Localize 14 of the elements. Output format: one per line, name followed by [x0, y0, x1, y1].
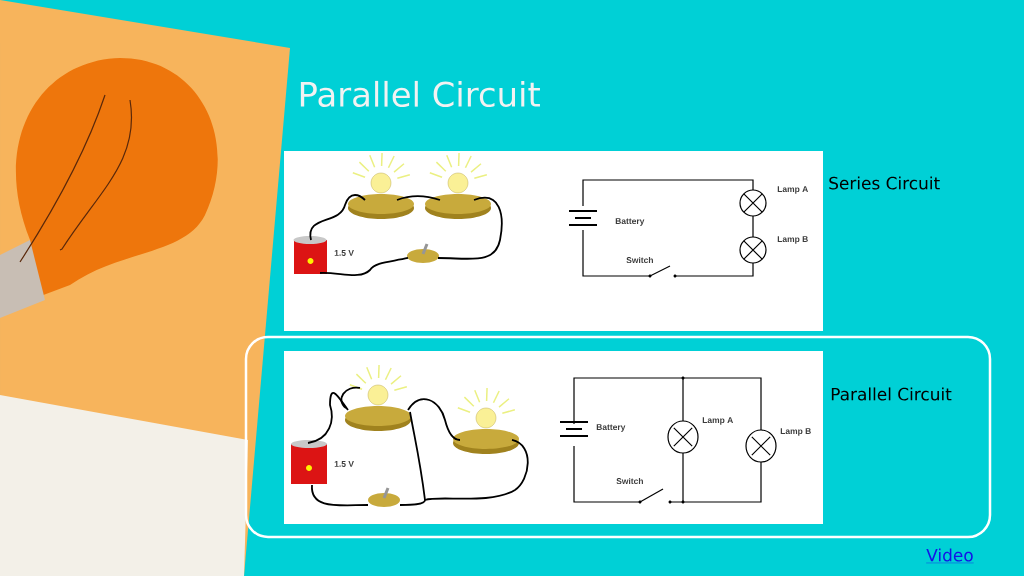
component-label: 1.5 V — [334, 461, 354, 467]
component-label: Lamp B — [777, 236, 808, 244]
slide-title: Parallel Circuit — [300, 80, 540, 108]
component-label: Battery — [596, 424, 626, 432]
circuit-caption: Series Circuit — [829, 176, 940, 190]
component-label: Lamp A — [777, 186, 808, 194]
component-label: 1.5 V — [334, 250, 354, 256]
component-label: Lamp A — [702, 417, 733, 425]
component-label: Switch — [616, 477, 643, 485]
video-link: Video — [926, 548, 974, 564]
component-label: Lamp B — [780, 428, 811, 436]
component-label: Switch — [626, 256, 653, 264]
component-label: Battery — [615, 218, 645, 226]
circuit-caption: Parallel Circuit — [831, 387, 952, 401]
